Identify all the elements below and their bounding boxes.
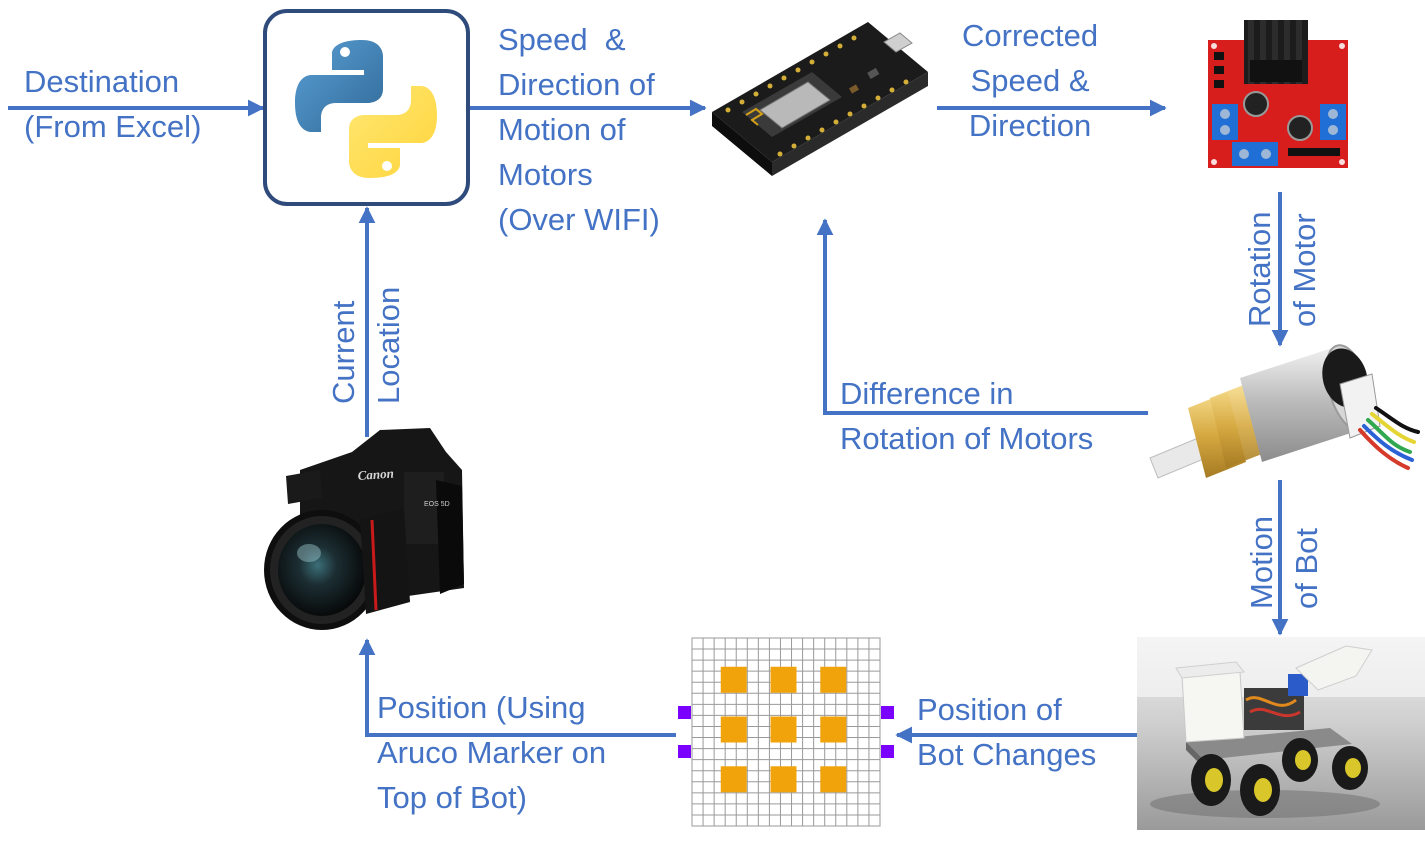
gear-motor-icon [1149,344,1420,479]
aruco-pin [881,706,894,719]
camera-icon: Canon EOS 5D [264,428,464,630]
aruco-cell [720,766,747,793]
robot-car-photo [1137,637,1425,830]
motor-driver-icon [1208,20,1348,168]
label-line: Corrected [962,18,1099,53]
label-line: of Motor [1287,213,1322,327]
label-line: Position (Using [377,690,586,725]
label-current-location: Current Location [321,287,411,404]
aruco-cell [720,716,747,743]
arrows [8,99,1289,744]
label-line: Direction [968,108,1092,143]
label-line: Speed & [498,22,626,57]
aruco-pin [881,745,894,758]
label-difference: Difference in Rotation of Motors [840,371,1093,461]
label-line: Top of Bot) [377,780,527,815]
aruco-marker-grid-icon [678,637,894,827]
aruco-pin [678,706,691,719]
label-speed-direction: Speed & Direction of Motion of Motors (O… [498,17,660,242]
label-line: Position of [917,692,1062,727]
label-line: Motion of [498,112,626,147]
label-position-changes: Position of Bot Changes [917,687,1096,777]
arrow-marker-to-camera [358,638,676,737]
label-line: (From Excel) [24,109,202,144]
camera-model-label: EOS 5D [424,501,450,508]
aruco-cell [820,666,847,693]
aruco-cell [770,666,797,693]
label-line: Rotation [1242,211,1277,327]
label-line: of Bot [1289,528,1324,609]
aruco-cell [820,716,847,743]
label-destination: Destination (From Excel) [24,59,201,149]
label-line: Bot Changes [917,737,1097,772]
label-line: (Over WIFI) [498,202,660,237]
label-line: Location [371,286,406,404]
label-line: Current [326,300,361,404]
aruco-cell [770,716,797,743]
aruco-cell [770,766,797,793]
label-line: Direction of [498,67,655,102]
label-corrected: Corrected Speed & Direction [962,13,1098,148]
python-logo-icon [263,9,470,206]
label-line: Difference in [840,376,1014,411]
label-motion-of-bot: Motion of Bot [1239,516,1329,609]
label-line: Destination [24,64,180,99]
label-position-aruco: Position (Using Aruco Marker on Top of B… [377,685,606,820]
arrow-motor-to-esp [816,218,1148,415]
label-line: Rotation of Motors [840,421,1094,456]
label-line: Speed & [970,63,1090,98]
aruco-cell [820,766,847,793]
aruco-cell [720,666,747,693]
esp8266-board-icon [712,22,928,176]
label-line: Motion [1244,515,1279,609]
aruco-pin [678,745,691,758]
label-line: Motors [498,157,593,192]
camera-brand-label: Canon [357,466,394,483]
label-rotation-of-motor: Rotation of Motor [1237,212,1327,327]
label-line: Aruco Marker on [377,735,607,770]
